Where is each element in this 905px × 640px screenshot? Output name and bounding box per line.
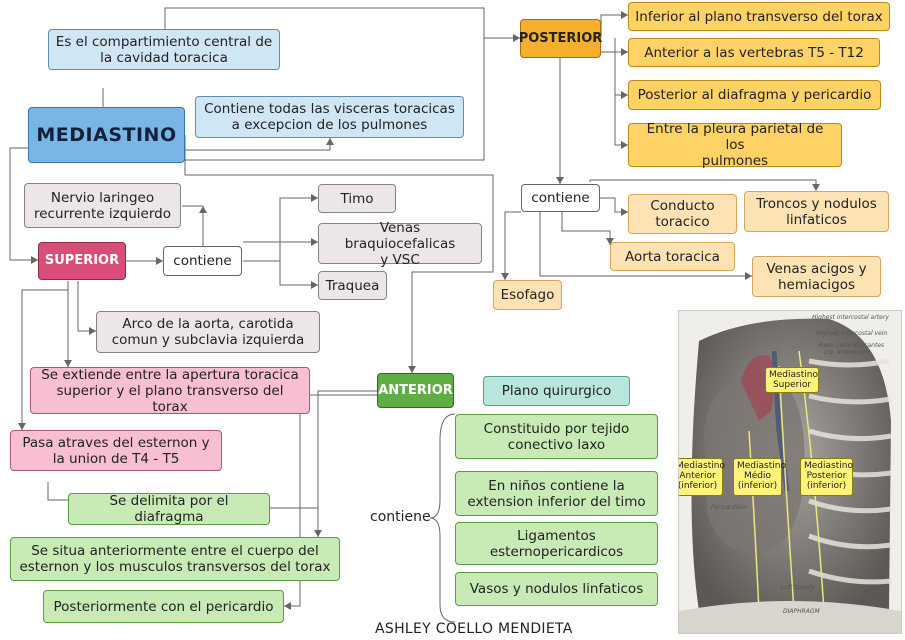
author-name: ASHLEY COELLO MENDIETA	[375, 621, 573, 637]
timo-ninos-box: En niños contiene la extension inferior …	[455, 471, 658, 516]
posterior-heading: POSTERIOR	[519, 19, 602, 58]
fig-text-artery: Highest intercostal artery	[812, 314, 889, 321]
posterior-diafragma-box: Posterior al diafragma y pericardio	[628, 80, 881, 110]
anterior-contiene-label: contiene	[370, 509, 431, 525]
entre-pleura-box: Entre la pleura parietal de los pulmones	[628, 121, 842, 169]
troncos-nodulos-box: Troncos y nodulos linfaticos	[744, 191, 889, 232]
conducto-toracico-box: Conducto toracico	[628, 194, 737, 234]
timo-box: Timo	[318, 184, 396, 213]
arco-aorta-box: Arco de la aorta, carotida comun y subcl…	[96, 311, 320, 353]
nervio-laringeo-box: Nervio laringeo recurrente izquierdo	[24, 183, 181, 228]
tejido-conectivo-box: Constituido por tejido conectivo laxo	[455, 414, 658, 459]
fig-text-vein: Highest intercostal vein	[816, 330, 888, 337]
fig-text-rami: Rami communicantes	[819, 342, 885, 349]
central-compartment-box: Es el compartimiento central de la cavid…	[48, 29, 280, 70]
vasos-nodulos-box: Vasos y nodulos linfaticos	[455, 572, 658, 606]
anterior-vertebras-box: Anterior a las vertebras T5 - T12	[628, 38, 880, 67]
plano-quirurgico-box: Plano quirurgico	[483, 376, 630, 406]
delimita-diafragma-box: Se delimita por el diafragma	[68, 493, 270, 525]
fig-label-anterior: Mediastino Anterior (inferior)	[679, 458, 725, 496]
posteriormente-pericardio-box: Posteriormente con el pericardio	[43, 590, 284, 623]
fig-text-diaphragm: DIAPHRAGM	[783, 608, 820, 615]
fig-label-posterior: Mediastino Posterior (inferior)	[800, 458, 853, 496]
superior-contiene: contiene	[163, 246, 242, 276]
posterior-contiene: contiene	[521, 184, 600, 212]
traquea-box: Traquea	[318, 271, 387, 300]
fig-label-medio: Mediastino Médio (inferior)	[733, 458, 786, 496]
pasa-atraves-box: Pasa atraves del esternon y la union de …	[10, 430, 222, 471]
esofago-box: Esofago	[493, 280, 562, 310]
ligamentos-box: Ligamentos esternopericardicos	[455, 522, 658, 565]
fig-label-superior: Mediastino Superior	[765, 367, 819, 393]
venas-braquiocefalicas-box: Venas braquiocefalicas y VSC	[318, 220, 482, 268]
fig-text-pericardium: Pericardium	[711, 504, 748, 511]
inferior-plano-box: Inferior al plano transverso del torax	[628, 2, 890, 31]
fig-text-cupola: Left cupola	[781, 584, 815, 591]
aorta-toracica-box: Aorta toracica	[610, 242, 735, 271]
venas-acigos-box: Venas acigos y hemiacigos	[752, 256, 881, 297]
contains-viscera-box: Contiene todas las visceras toracicas a …	[195, 96, 464, 138]
superior-heading: SUPERIOR	[38, 242, 126, 280]
mediastinum-anatomy-figure: Highest intercostal artery Highest inter…	[678, 310, 902, 634]
mediastino-title: MEDIASTINO	[28, 107, 185, 163]
se-extiende-box: Se extiende entre la apertura toracica s…	[30, 367, 310, 415]
se-situa-box: Se situa anteriormente entre el cuerpo d…	[10, 537, 340, 581]
fig-text-lig: Lig. arteriosum	[824, 349, 870, 356]
anterior-heading: ANTERIOR	[377, 373, 454, 408]
